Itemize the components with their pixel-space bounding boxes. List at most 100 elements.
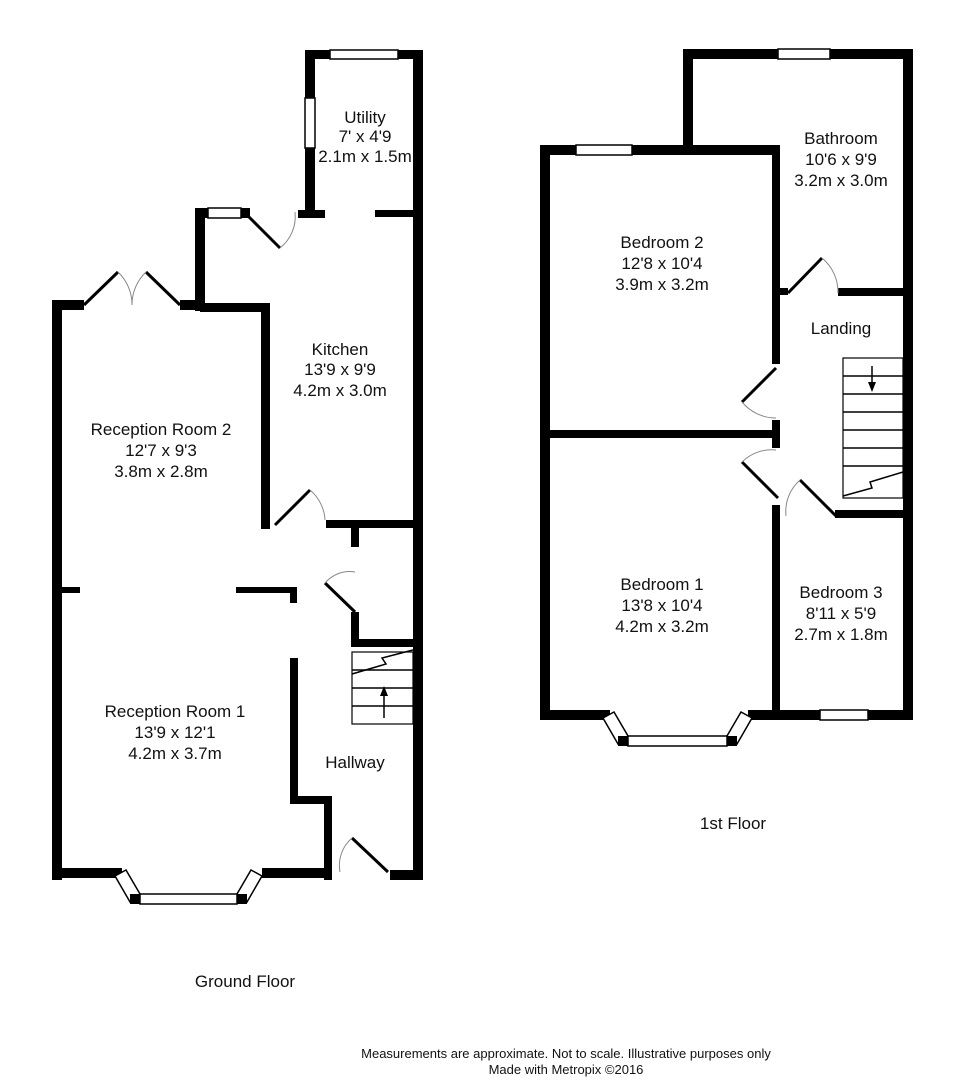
ground-stairs: [351, 649, 414, 725]
room-metric: 4.2m x 3.2m: [615, 617, 709, 636]
cupboard-door-swing: [324, 571, 356, 584]
bedroom3-door: [798, 478, 838, 518]
room-name: Bedroom 2: [620, 233, 703, 252]
room-imperial: 8'11 x 5'9: [806, 604, 876, 623]
footer-credit: Made with Metropix ©2016: [489, 1062, 644, 1077]
hallway-step-wall: [290, 796, 332, 804]
french-door-right-swing: [131, 271, 147, 306]
kitchen-door-swing: [309, 489, 326, 521]
bedroom2-right-wall-top: [772, 145, 780, 295]
front-wall-left: [52, 868, 122, 878]
cupboard-door: [323, 581, 357, 614]
room-imperial: 12'7 x 9'3: [125, 441, 197, 460]
french-door-right: [144, 270, 182, 307]
ground-floor-plan: [52, 49, 423, 905]
first-floor-title: 1st Floor: [700, 814, 766, 833]
bedroom1-bay-window-front: [627, 735, 728, 747]
utility-window: [329, 49, 399, 60]
rr-divider-right: [236, 587, 296, 593]
bay-corner-left: [618, 736, 628, 746]
kitchen-window: [207, 207, 242, 219]
first-floor-plan: [540, 48, 913, 747]
room-imperial: 13'9 x 12'1: [134, 723, 215, 742]
bathroom-door: [786, 256, 824, 295]
room-imperial: 13'8 x 10'4: [621, 596, 702, 615]
front-door: [350, 836, 390, 874]
utility-side-window: [304, 97, 316, 149]
rr-divider-stub: [290, 587, 297, 603]
rr2-top-wall-right: [180, 300, 205, 310]
room-metric: 2.1m x 1.5m: [318, 147, 412, 166]
bedroom-divider-stub: [772, 420, 780, 448]
room-imperial: 13'9 x 9'9: [304, 360, 376, 379]
utility-door-swing: [279, 211, 296, 249]
front-door-swing: [338, 837, 353, 873]
room-metric: 3.2m x 3.0m: [794, 171, 888, 190]
room-name: Kitchen: [312, 340, 369, 359]
room-imperial: 10'6 x 9'9: [805, 150, 877, 169]
bay-corner-right: [237, 894, 247, 904]
stair-break-line: [842, 471, 904, 497]
first-right-outer-wall: [903, 49, 913, 720]
kitchen-rr2-wall: [200, 303, 268, 312]
bedroom2-top-wall: [540, 145, 780, 155]
french-door-left-swing: [117, 271, 133, 306]
ground-room-labels: Utility 7' x 4'9 2.1m x 1.5m Kitchen 13'…: [91, 108, 412, 991]
rr2-top-wall-left: [52, 300, 84, 310]
room-metric: 2.7m x 1.8m: [794, 625, 888, 644]
front-wall-mid: [262, 868, 332, 878]
bedroom2-right-wall: [772, 288, 780, 364]
bay-corner-right: [727, 736, 737, 746]
room-metric: 4.2m x 3.0m: [293, 381, 387, 400]
bathroom-window: [777, 48, 831, 60]
room-imperial: 12'8 x 10'4: [621, 254, 702, 273]
bedroom2-door-swing: [741, 401, 777, 419]
first-room-labels: Bathroom 10'6 x 9'9 3.2m x 3.0m Bedroom …: [615, 129, 888, 833]
room-name: Landing: [811, 319, 872, 338]
cupboard-bottom-wall: [351, 639, 421, 647]
bedroom1-front-wall-left: [540, 710, 610, 720]
room-metric: 4.2m x 3.7m: [128, 744, 222, 763]
room-name: Reception Room 1: [105, 702, 246, 721]
bedroom3-door-swing: [785, 479, 801, 517]
ground-floor-title: Ground Floor: [195, 972, 295, 991]
bedroom1-door: [740, 460, 780, 500]
room-metric: 3.8m x 2.8m: [114, 462, 208, 481]
rr-divider-left: [52, 587, 80, 593]
bathroom-bottom-wall: [838, 288, 908, 296]
room-name: Bedroom 3: [799, 583, 882, 602]
cupboard-wall-top: [351, 527, 359, 547]
footer-disclaimer: Measurements are approximate. Not to sca…: [361, 1046, 771, 1061]
bedroom1-door-swing: [741, 449, 777, 463]
landing-stairs: [842, 357, 904, 499]
utility-wall-stub: [298, 210, 325, 218]
kitchen-left-wall: [261, 303, 270, 529]
bedroom1-right-wall: [772, 505, 780, 720]
kitchen-door: [273, 488, 312, 527]
utility-partition: [375, 210, 415, 217]
bay-window-front: [139, 893, 238, 905]
bedroom-divider-wall: [540, 430, 780, 438]
utility-door: [246, 214, 282, 250]
room-name: Bathroom: [804, 129, 878, 148]
stair-arrow-up-icon: [380, 686, 388, 696]
room-imperial: 7' x 4'9: [339, 127, 392, 146]
bathroom-door-swing: [821, 257, 839, 294]
stair-arrow-down-icon: [868, 382, 876, 392]
bedroom3-window: [819, 709, 869, 721]
bathroom-left-wall: [683, 49, 693, 154]
stair-break-line: [351, 649, 414, 675]
bedroom2-window: [575, 144, 633, 156]
front-wall-right: [390, 870, 423, 880]
room-name: Hallway: [325, 753, 385, 772]
kitchen-bottom-wall: [326, 520, 421, 528]
kitchen-left-wall-top: [195, 208, 205, 311]
room-name: Utility: [344, 108, 386, 127]
bedroom2-door: [740, 366, 778, 404]
hallway-inner-wall: [324, 796, 332, 880]
french-door-left: [82, 270, 120, 307]
bedroom3-top-wall: [835, 510, 907, 518]
cupboard-wall-bottom: [351, 612, 359, 646]
landing-stairs-outline: [842, 357, 904, 499]
